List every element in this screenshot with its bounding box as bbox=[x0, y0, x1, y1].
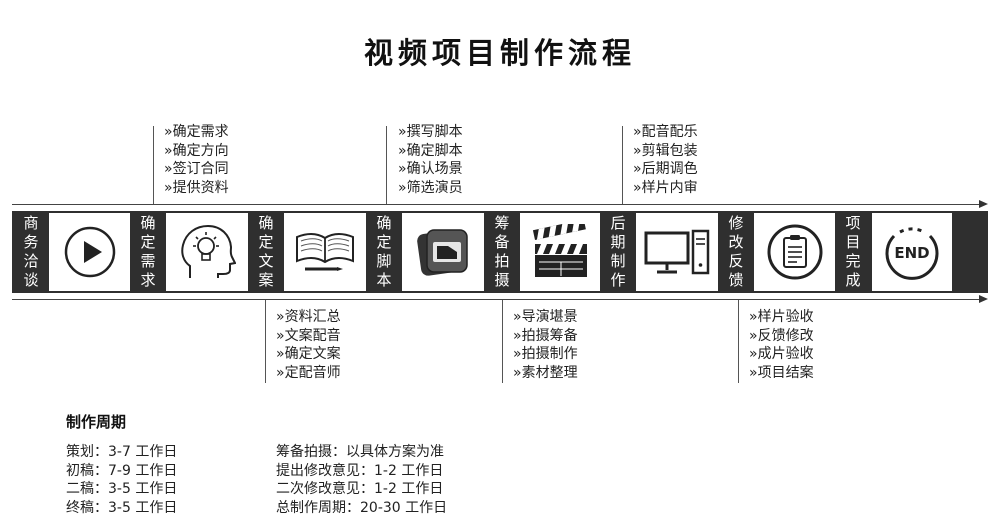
note-item: »样片验收 bbox=[749, 309, 814, 325]
book-cell bbox=[284, 213, 366, 291]
script-cell bbox=[402, 213, 484, 291]
connector-bottom-3 bbox=[738, 300, 739, 383]
connector-top-1 bbox=[153, 126, 154, 204]
schedule-item: 二稿：3-5 工作日 bbox=[66, 481, 178, 497]
notes-shoot: »导演堪景 »拍摄筹备 »拍摄制作 »素材整理 bbox=[513, 308, 578, 382]
note-item: »资料汇总 bbox=[276, 309, 341, 325]
bottom-arrowhead bbox=[979, 295, 988, 303]
notes-script: »撰写脚本 »确定脚本 »确认场景 »筛选演员 bbox=[398, 123, 463, 197]
note-item: »确认场景 bbox=[398, 161, 463, 177]
note-item: »撰写脚本 bbox=[398, 124, 463, 140]
notes-copy: »资料汇总 »文案配音 »确定文案 »定配音师 bbox=[276, 308, 341, 382]
stage-confirm-copy: 确定文案 bbox=[258, 214, 274, 289]
note-item: »素材整理 bbox=[513, 364, 578, 381]
bottom-flow-line bbox=[12, 299, 980, 300]
note-item: »拍摄筹备 bbox=[513, 327, 578, 344]
schedule-item: 筹备拍摄：以具体方案为准 bbox=[276, 444, 444, 460]
note-item: »配音配乐 bbox=[633, 124, 698, 140]
lightbulb-head-icon bbox=[181, 224, 236, 278]
clipboard-icon bbox=[767, 224, 822, 280]
computer-cell bbox=[636, 213, 718, 291]
script-app-icon bbox=[417, 229, 468, 276]
schedule-item: 总制作周期：20-30 工作日 bbox=[276, 499, 448, 516]
schedule-item: 初稿：7-9 工作日 bbox=[66, 462, 178, 479]
note-item: »反馈修改 bbox=[749, 327, 814, 344]
schedule-item: 二次修改意见：1-2 工作日 bbox=[276, 481, 444, 497]
stage-project-complete: 项目完成 bbox=[845, 214, 861, 289]
notes-acceptance: »样片验收 »反馈修改 »成片验收 »项目结案 bbox=[749, 308, 814, 382]
note-item: »确定方向 bbox=[164, 142, 229, 159]
idea-cell bbox=[166, 213, 248, 291]
monitor-computer-icon bbox=[644, 229, 710, 275]
note-item: »筛选演员 bbox=[398, 179, 463, 196]
connector-bottom-1 bbox=[265, 300, 266, 383]
note-item: »成片验收 bbox=[749, 346, 814, 362]
note-item: »项目结案 bbox=[749, 364, 814, 381]
stage-post-production: 后期制作 bbox=[610, 214, 626, 289]
stage-prepare-shoot: 筹备拍摄 bbox=[494, 214, 510, 289]
book-pen-icon bbox=[296, 233, 354, 271]
stage-confirm-needs: 确定需求 bbox=[140, 214, 156, 289]
note-item: »剪辑包装 bbox=[633, 142, 698, 159]
note-item: »后期调色 bbox=[633, 161, 698, 177]
notes-needs: »确定需求 »确定方向 »签订合同 »提供资料 bbox=[164, 123, 229, 197]
clipboard-cell bbox=[754, 213, 835, 291]
schedule-right: 筹备拍摄：以具体方案为准 提出修改意见：1-2 工作日 二次修改意见：1-2 工… bbox=[276, 443, 447, 517]
end-label: END bbox=[894, 244, 929, 262]
note-item: »样片内审 bbox=[633, 179, 698, 196]
play-icon bbox=[64, 226, 115, 278]
schedule-item: 提出修改意见：1-2 工作日 bbox=[276, 462, 444, 479]
stage-business-talk: 商务洽谈 bbox=[23, 214, 39, 289]
note-item: »确定需求 bbox=[164, 124, 229, 140]
stage-confirm-script: 确定脚本 bbox=[376, 214, 392, 289]
clapperboard-icon bbox=[532, 224, 587, 277]
connector-top-2 bbox=[386, 126, 387, 204]
connector-bottom-2 bbox=[502, 300, 503, 383]
end-cell: END bbox=[872, 213, 952, 291]
page-title: 视频项目制作流程 bbox=[363, 36, 636, 70]
clapper-cell bbox=[520, 213, 600, 291]
stage-revision-feedback: 修改反馈 bbox=[728, 214, 744, 289]
note-item: »确定脚本 bbox=[398, 142, 463, 159]
note-item: »提供资料 bbox=[164, 179, 229, 196]
connector-top-3 bbox=[622, 126, 623, 204]
end-icon: END bbox=[885, 227, 939, 280]
note-item: »签订合同 bbox=[164, 161, 229, 177]
top-arrowhead bbox=[979, 200, 988, 208]
notes-post: »配音配乐 »剪辑包装 »后期调色 »样片内审 bbox=[633, 123, 698, 197]
schedule-left: 策划：3-7 工作日 初稿：7-9 工作日 二稿：3-5 工作日 终稿：3-5 … bbox=[66, 443, 177, 517]
note-item: »拍摄制作 bbox=[513, 346, 578, 362]
schedule-item: 策划：3-7 工作日 bbox=[66, 444, 178, 460]
note-item: »导演堪景 bbox=[513, 309, 578, 325]
note-item: »文案配音 bbox=[276, 327, 341, 344]
top-flow-line bbox=[12, 204, 980, 205]
cycle-title: 制作周期 bbox=[66, 413, 127, 431]
note-item: »确定文案 bbox=[276, 346, 341, 362]
schedule-item: 终稿：3-5 工作日 bbox=[66, 499, 178, 516]
play-cell bbox=[49, 213, 130, 291]
note-item: »定配音师 bbox=[276, 364, 341, 381]
